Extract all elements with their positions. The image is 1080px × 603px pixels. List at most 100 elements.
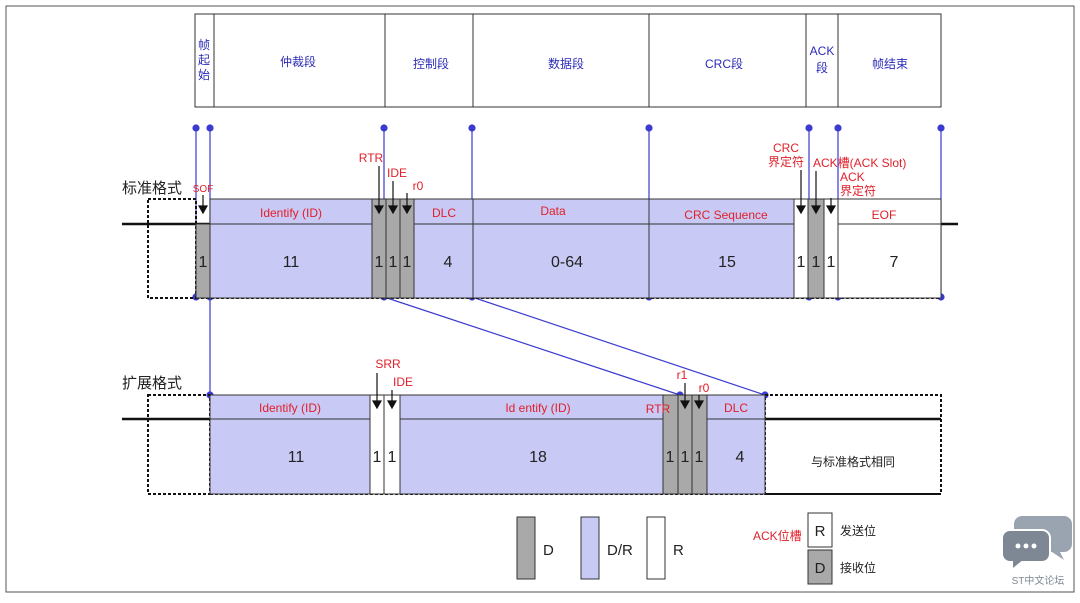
legend-ack-slot: ACK位槽 bbox=[753, 528, 802, 543]
mapping-line bbox=[383, 296, 681, 396]
seg-ack-line1: ACK bbox=[810, 44, 835, 58]
ext-bits-dlc: 4 bbox=[736, 449, 745, 466]
same-as-standard-note: 与标准格式相同 bbox=[811, 454, 895, 469]
legend: D D/R R ACK位槽 R D 发送位 接收位 bbox=[516, 512, 876, 585]
ext-label-identify: Identify (ID) bbox=[259, 401, 321, 415]
ext-bit-r0 bbox=[691, 394, 708, 495]
label-ack-slot: ACK槽(ACK Slot) bbox=[813, 156, 906, 170]
legend-swatch-dr bbox=[580, 516, 600, 580]
seg-data: 数据段 bbox=[548, 56, 584, 71]
idle-region-ext bbox=[147, 394, 211, 495]
legend-label-dr: D/R bbox=[607, 542, 633, 559]
ext-bits-ide: 1 bbox=[388, 449, 397, 466]
ext-label-identify2: Id entify (ID) bbox=[505, 401, 570, 415]
arrow-head bbox=[795, 205, 807, 215]
standard-title: 标准格式 bbox=[122, 180, 182, 197]
seg-sof-char2: 起 bbox=[198, 53, 210, 67]
arrow-head bbox=[679, 400, 691, 410]
legend-label-d: D bbox=[543, 542, 554, 559]
label-rtr: RTR bbox=[359, 151, 384, 165]
bits-ide: 1 bbox=[389, 254, 398, 271]
bits-ack-slot: 1 bbox=[812, 254, 821, 271]
label-ide: IDE bbox=[387, 166, 407, 180]
ext-label-srr: SRR bbox=[375, 357, 401, 371]
ref-dot bbox=[805, 124, 813, 132]
ref-dot bbox=[380, 124, 388, 132]
label-crc-delim-2: 界定符 bbox=[768, 154, 804, 169]
legend-ack-r-letter: R bbox=[815, 523, 826, 540]
arrow-head bbox=[810, 205, 822, 215]
outer-frame bbox=[5, 5, 1075, 593]
label-r0: r0 bbox=[413, 179, 424, 193]
ref-dot bbox=[192, 124, 200, 132]
bits-data: 0-64 bbox=[551, 254, 583, 271]
ext-field-identify bbox=[209, 418, 371, 495]
ext-bit-r1 bbox=[677, 394, 693, 495]
bits-rtr: 1 bbox=[375, 254, 384, 271]
label-identify: Identify (ID) bbox=[260, 206, 322, 220]
bits-crc: 15 bbox=[718, 254, 736, 271]
arrow-head bbox=[373, 205, 385, 215]
ext-bit-ide bbox=[383, 394, 401, 495]
ext-label-ide: IDE bbox=[393, 375, 413, 389]
bits-eof: 7 bbox=[890, 254, 899, 271]
ext-bits-identify2: 18 bbox=[529, 449, 547, 466]
label-eof: EOF bbox=[872, 208, 897, 222]
ext-bits-r0: 1 bbox=[695, 449, 704, 466]
watermark-logo: ST中文论坛 bbox=[1001, 516, 1072, 587]
ref-dot bbox=[645, 124, 653, 132]
segment-header-box bbox=[194, 13, 942, 108]
seg-crc: CRC段 bbox=[705, 56, 743, 71]
extended-title: 扩展格式 bbox=[122, 375, 182, 392]
extended-frame: 扩展格式 Identify (ID) Id entify (ID) RTR DL… bbox=[122, 357, 942, 495]
arrow-head bbox=[693, 400, 705, 410]
label-ack-delim-1: ACK bbox=[840, 170, 865, 184]
seg-arbitration: 仲裁段 bbox=[280, 54, 316, 69]
ext-field-identify2 bbox=[399, 418, 664, 495]
legend-ack-d-letter: D bbox=[815, 560, 826, 577]
chat-bubble-icon bbox=[1001, 529, 1051, 573]
dot-icon bbox=[1023, 543, 1029, 549]
ext-label-r1: r1 bbox=[677, 368, 688, 382]
legend-r-desc: 发送位 bbox=[840, 523, 876, 538]
extended-arrows bbox=[371, 373, 705, 410]
watermark-text: ST中文论坛 bbox=[1012, 574, 1065, 587]
ext-bits-r1: 1 bbox=[681, 449, 690, 466]
arrow-head bbox=[197, 205, 209, 215]
seg-sof-char3: 始 bbox=[198, 68, 210, 82]
ext-bits-rtr: 1 bbox=[666, 449, 675, 466]
seg-ack-line2: 段 bbox=[816, 60, 828, 75]
same-as-standard-region bbox=[764, 394, 942, 495]
standard-frame: 标准格式 Identify (ID) DLC Data CRC Sequence… bbox=[122, 141, 958, 299]
ext-label-rtr: RTR bbox=[646, 402, 671, 416]
bits-identify: 11 bbox=[283, 254, 300, 271]
field-eof bbox=[837, 223, 942, 299]
ext-field-dlc bbox=[706, 418, 766, 495]
legend-swatch-r bbox=[646, 516, 666, 580]
standard-arrows bbox=[197, 166, 837, 215]
field-identify bbox=[209, 223, 373, 299]
ext-bits-identify: 11 bbox=[288, 449, 305, 466]
arrow-head bbox=[401, 205, 413, 215]
label-crc-seq: CRC Sequence bbox=[684, 208, 768, 222]
label-dlc: DLC bbox=[432, 206, 456, 220]
field-data-top bbox=[472, 198, 650, 225]
legend-d-desc: 接收位 bbox=[840, 560, 876, 575]
ref-dot bbox=[206, 124, 214, 132]
bits-ack-delim: 1 bbox=[827, 254, 836, 271]
ref-dot bbox=[468, 124, 476, 132]
field-data bbox=[472, 223, 650, 299]
legend-ack-d-box bbox=[807, 549, 833, 585]
arrow-head bbox=[371, 400, 383, 410]
dot-icon bbox=[1031, 543, 1037, 549]
field-eof-top bbox=[837, 198, 942, 225]
legend-swatch-d bbox=[516, 516, 536, 580]
legend-label-r: R bbox=[673, 542, 684, 559]
ext-bit-srr bbox=[369, 394, 385, 495]
ext-label-r0: r0 bbox=[699, 381, 710, 395]
mapping-line bbox=[471, 296, 766, 396]
arrow-head bbox=[386, 400, 398, 410]
label-ack-delim-2: 界定符 bbox=[840, 183, 876, 198]
segment-header: 帧 起 始 仲裁段 控制段 数据段 CRC段 ACK 段 帧结束 bbox=[194, 13, 942, 108]
